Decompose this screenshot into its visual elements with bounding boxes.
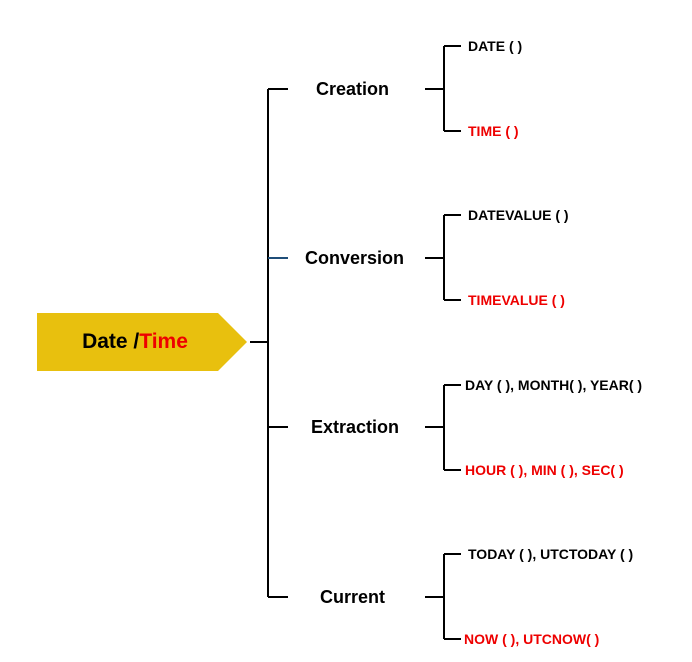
category-conversion: Conversion [305, 248, 405, 268]
subtree-creation [425, 45, 461, 132]
leaf-day-month-year: DAY ( ), MONTH( ), YEAR( ) [465, 377, 643, 393]
leaf-time: TIME ( ) [468, 123, 519, 139]
subtree-current [425, 553, 461, 640]
leaf-date: DATE ( ) [468, 38, 523, 54]
subtree-extraction [425, 384, 461, 471]
subtree-conversion [425, 214, 461, 301]
leaf-datevalue: DATEVALUE ( ) [468, 207, 569, 223]
leaf-hour-min-sec: HOUR ( ), MIN ( ), SEC( ) [465, 462, 624, 478]
root-node-label: Date / Time [37, 313, 233, 371]
leaf-today-utctoday: TODAY ( ), UTCTODAY ( ) [468, 546, 634, 562]
leaf-now-utcnow: NOW ( ), UTCNOW( ) [464, 631, 600, 647]
root-label-date: Date / [82, 330, 140, 353]
leaf-timevalue: TIMEVALUE ( ) [468, 292, 565, 308]
category-creation: Creation [316, 79, 390, 99]
category-extraction: Extraction [311, 417, 400, 437]
root-label-time: Time [139, 330, 188, 353]
category-current: Current [320, 587, 386, 607]
root-node-shape [37, 313, 247, 371]
